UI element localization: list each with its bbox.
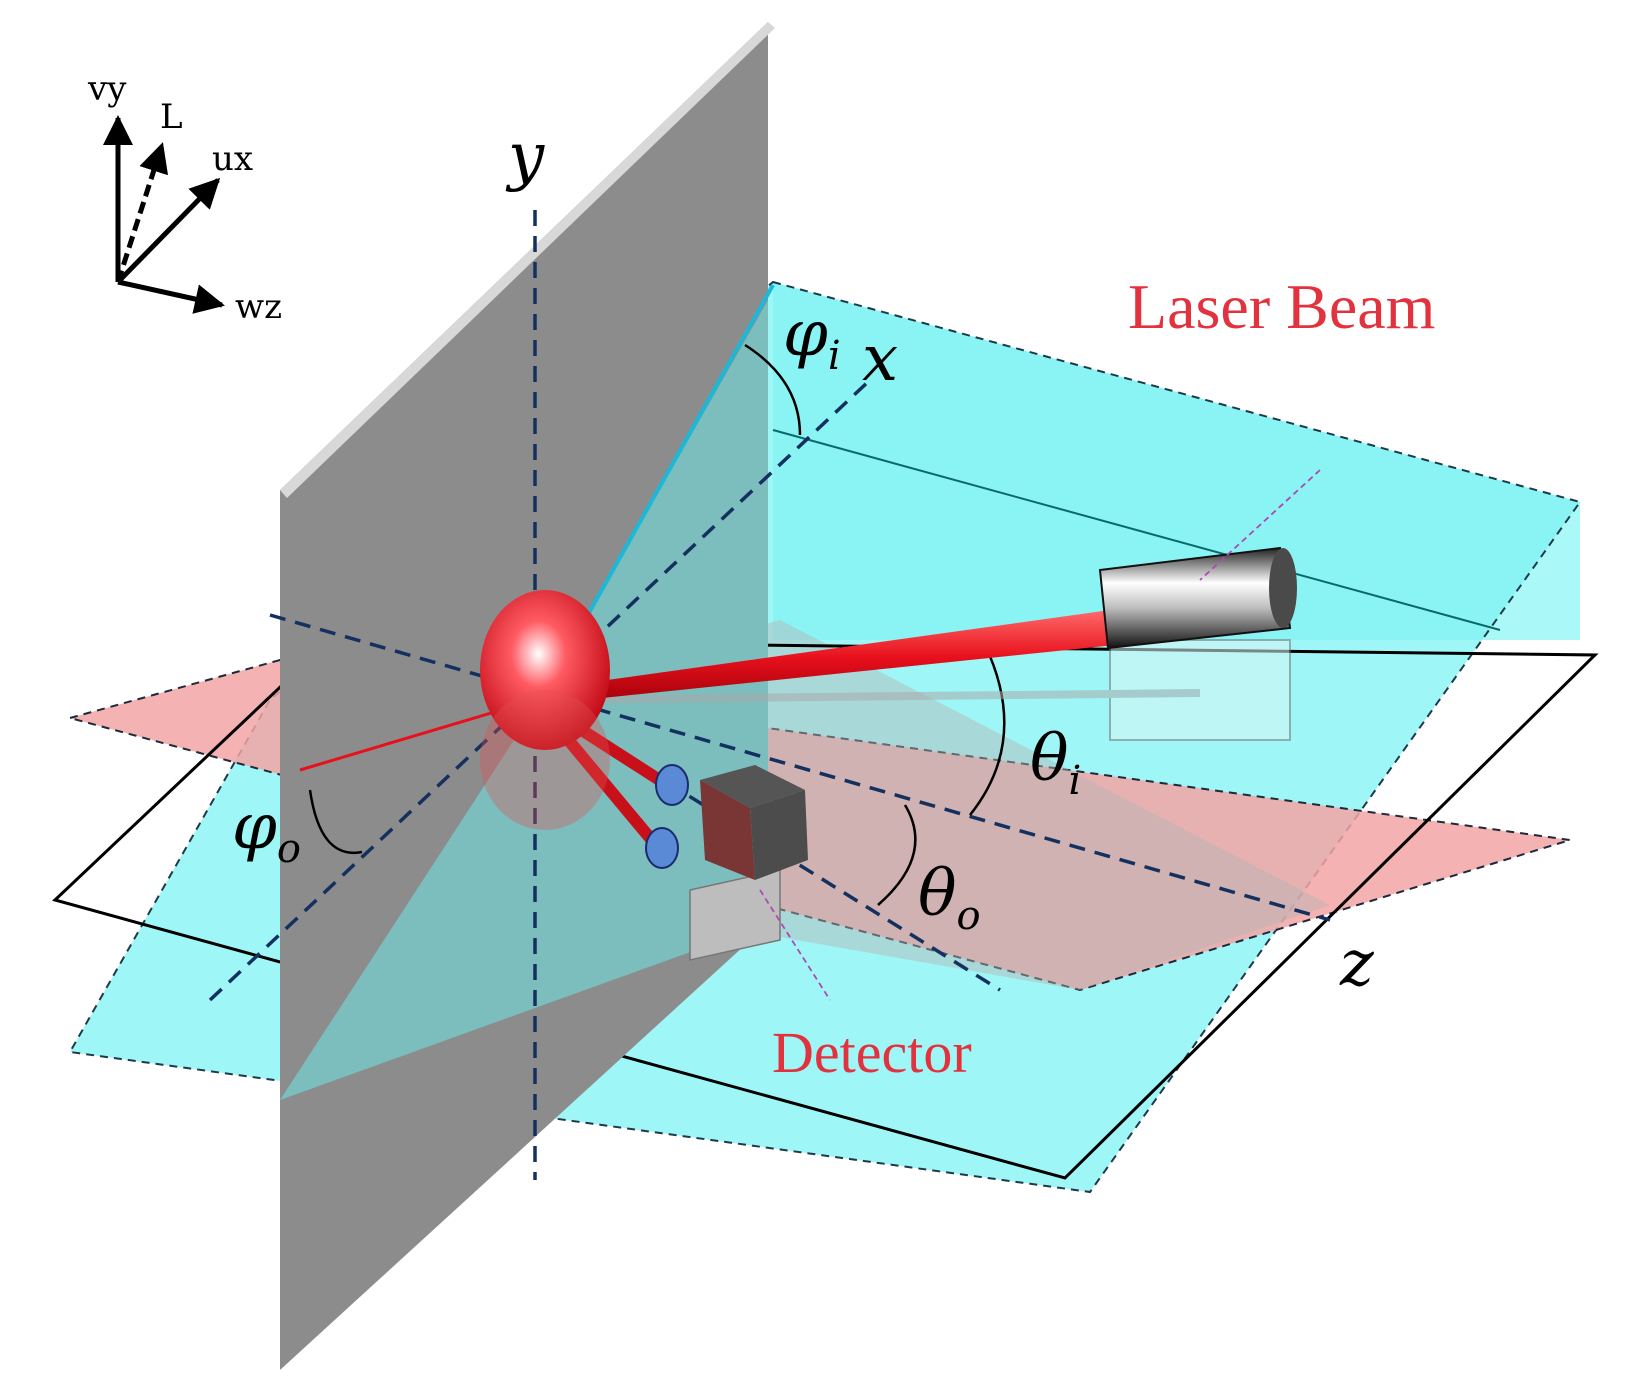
- phi-i-arc: [744, 343, 802, 436]
- axis-y-label: y: [505, 120, 545, 194]
- detector-lens-1: [655, 764, 689, 806]
- cyan-plane-line: [772, 429, 1501, 631]
- axis-z-label: z: [1339, 927, 1375, 1001]
- theta-i-base: θ: [1030, 722, 1069, 796]
- theta-o-arc: [877, 804, 917, 906]
- phi-i-sub: i: [828, 333, 841, 379]
- gray-plate-edge: [280, 22, 775, 498]
- laser-body: [1098, 546, 1292, 650]
- laser-leader-line: [1199, 469, 1321, 581]
- axis-x-label: x: [862, 322, 898, 396]
- laser-shadow-beam: [539, 689, 1201, 704]
- coordinate-key: [103, 115, 225, 314]
- key-vy-label: vy: [87, 69, 127, 109]
- wz-arrow: [117, 279, 225, 314]
- theta-i-arc: [969, 644, 1006, 816]
- theta-o-sub: o: [957, 893, 981, 939]
- incident-beam: [535, 610, 1115, 705]
- detector-leader-line: [759, 889, 831, 1001]
- detector-lens-2: [645, 827, 679, 869]
- phi-o-base: φ: [232, 790, 277, 864]
- detector-top: [700, 765, 805, 808]
- theta-i-sub: i: [1069, 758, 1082, 804]
- phi-i-label: φi: [783, 297, 841, 379]
- detector-side: [750, 790, 808, 880]
- angle-arcs: [308, 343, 1006, 906]
- l-arrow: [115, 142, 169, 283]
- phi-o-sub: o: [277, 826, 301, 872]
- key-wz-label: wz: [235, 287, 282, 327]
- laser-shadow: [539, 639, 1291, 741]
- detector-front: [700, 780, 755, 880]
- phi-i-base: φ: [783, 297, 828, 371]
- phi-o-label: φo: [232, 790, 301, 872]
- theta-o-label: θo: [918, 857, 981, 939]
- key-ux-label: ux: [212, 139, 253, 179]
- key-l-label: L: [160, 97, 183, 137]
- detector-device: [645, 764, 808, 961]
- phi-o-arc: [308, 789, 363, 855]
- laser-beam-label: Laser Beam: [1128, 271, 1435, 342]
- theta-o-base: θ: [918, 857, 957, 931]
- z-axis-line: [269, 613, 1331, 922]
- laser-device: [1098, 546, 1297, 650]
- scattering-plane-frame: [52, 638, 1599, 1180]
- sphere-shadow: [480, 690, 610, 830]
- ux-arrow: [116, 177, 221, 284]
- detector-label: Detector: [772, 1020, 972, 1085]
- cyan-wedge: [280, 300, 768, 1100]
- laser-end-cap: [1269, 548, 1297, 628]
- theta-i-label: θi: [1030, 722, 1081, 804]
- scattering-sphere: [480, 590, 610, 750]
